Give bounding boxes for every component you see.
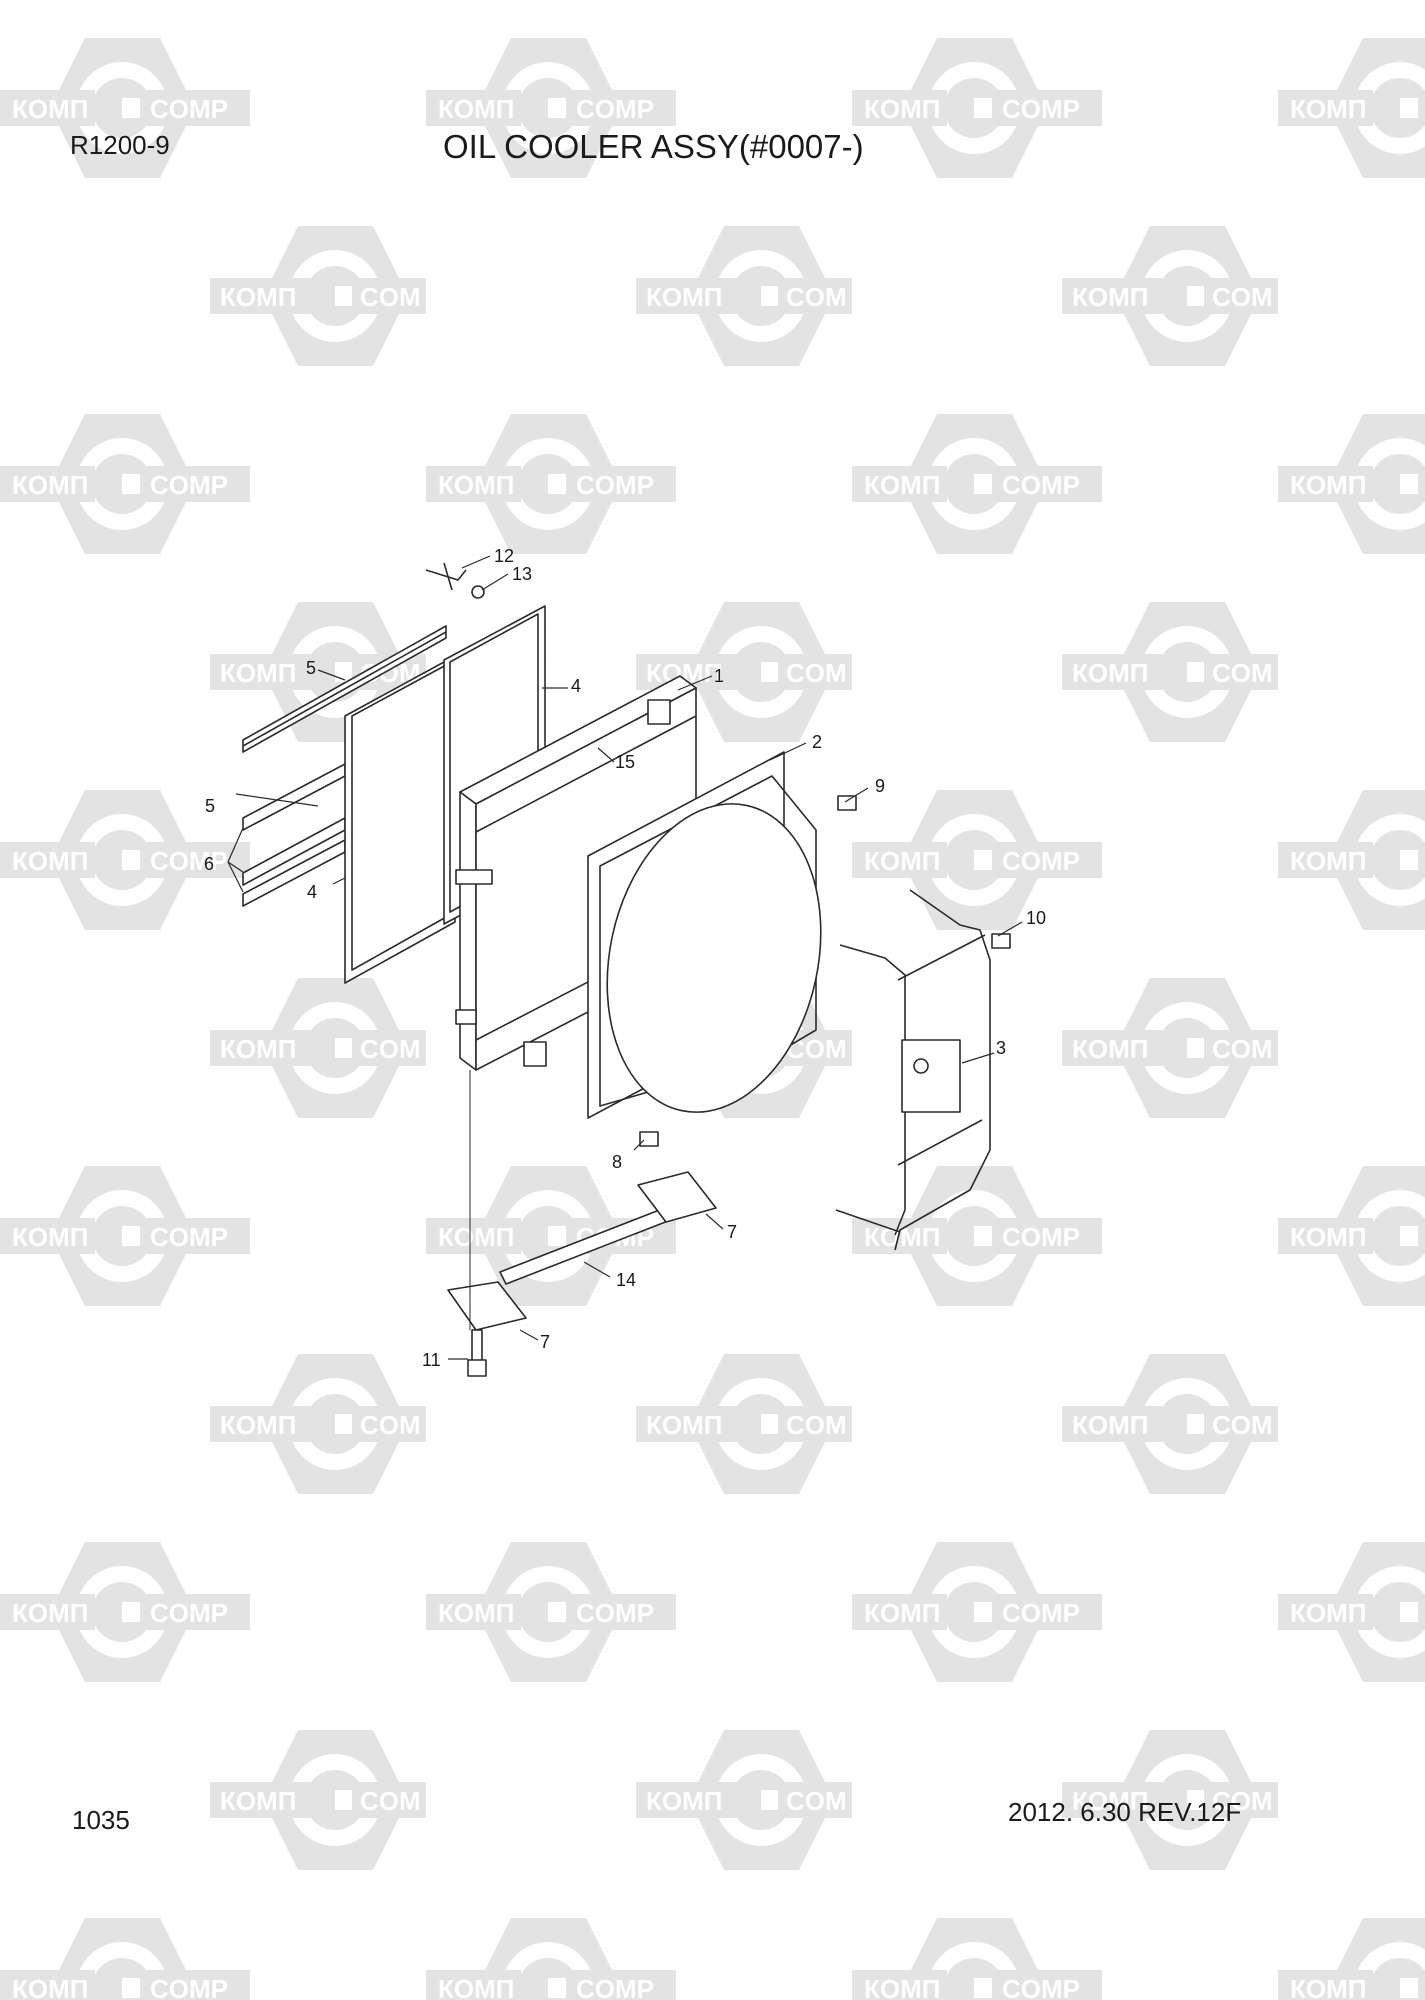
callout-5-lower: 5 xyxy=(205,796,215,816)
callout-10: 10 xyxy=(1026,908,1046,928)
callout-4-front: 4 xyxy=(307,882,317,902)
fan-shroud xyxy=(587,751,822,1119)
guard-frame xyxy=(835,889,991,1251)
callout-7-lower: 7 xyxy=(540,1332,550,1352)
callout-7-upper: 7 xyxy=(727,1222,737,1242)
page-number: 1035 xyxy=(72,1805,130,1835)
rail-strip-part xyxy=(242,817,346,907)
upper-strip-part xyxy=(242,625,447,753)
bolt-10 xyxy=(991,933,1011,949)
washer-part xyxy=(471,585,485,599)
callout-15: 15 xyxy=(615,752,635,772)
model-number: R1200-9 xyxy=(70,130,170,160)
bolt-9 xyxy=(837,795,857,811)
callout-6: 6 xyxy=(204,854,214,874)
callout-14: 14 xyxy=(616,1270,636,1290)
callout-5-upper: 5 xyxy=(306,658,316,678)
support-rod xyxy=(447,1171,717,1331)
callout-2: 2 xyxy=(812,732,822,752)
callout-1: 1 xyxy=(714,666,724,686)
mesh-screen-front xyxy=(344,655,456,984)
callout-8: 8 xyxy=(612,1152,622,1172)
revision-date: 2012. 6.30 REV.12F xyxy=(1008,1797,1242,1827)
callout-4-rear: 4 xyxy=(571,676,581,696)
callout-3: 3 xyxy=(996,1038,1006,1058)
wing-bolt xyxy=(425,562,467,591)
bolt-8 xyxy=(639,1131,659,1147)
callout-11: 11 xyxy=(422,1350,441,1370)
callout-12: 12 xyxy=(494,546,514,566)
callout-9: 9 xyxy=(875,776,885,796)
page-title: OIL COOLER ASSY(#0007-) xyxy=(443,128,864,165)
callout-13: 13 xyxy=(512,564,532,584)
bolt-part xyxy=(467,1329,487,1377)
